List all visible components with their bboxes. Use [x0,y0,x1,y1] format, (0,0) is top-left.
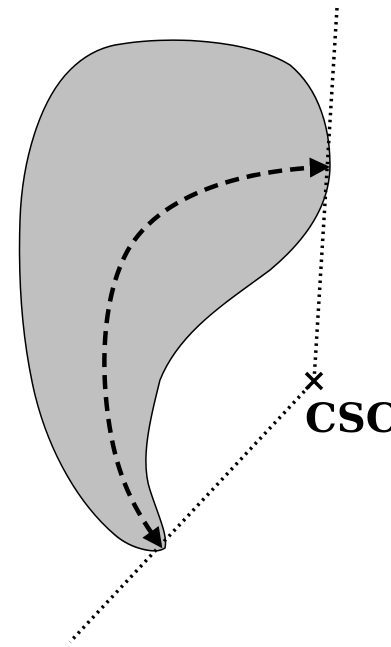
dashed-arc-arrow [102,157,331,549]
csc-label: CSC [305,395,391,442]
csc-cross-marker [304,371,324,391]
gray-region [18,39,331,552]
